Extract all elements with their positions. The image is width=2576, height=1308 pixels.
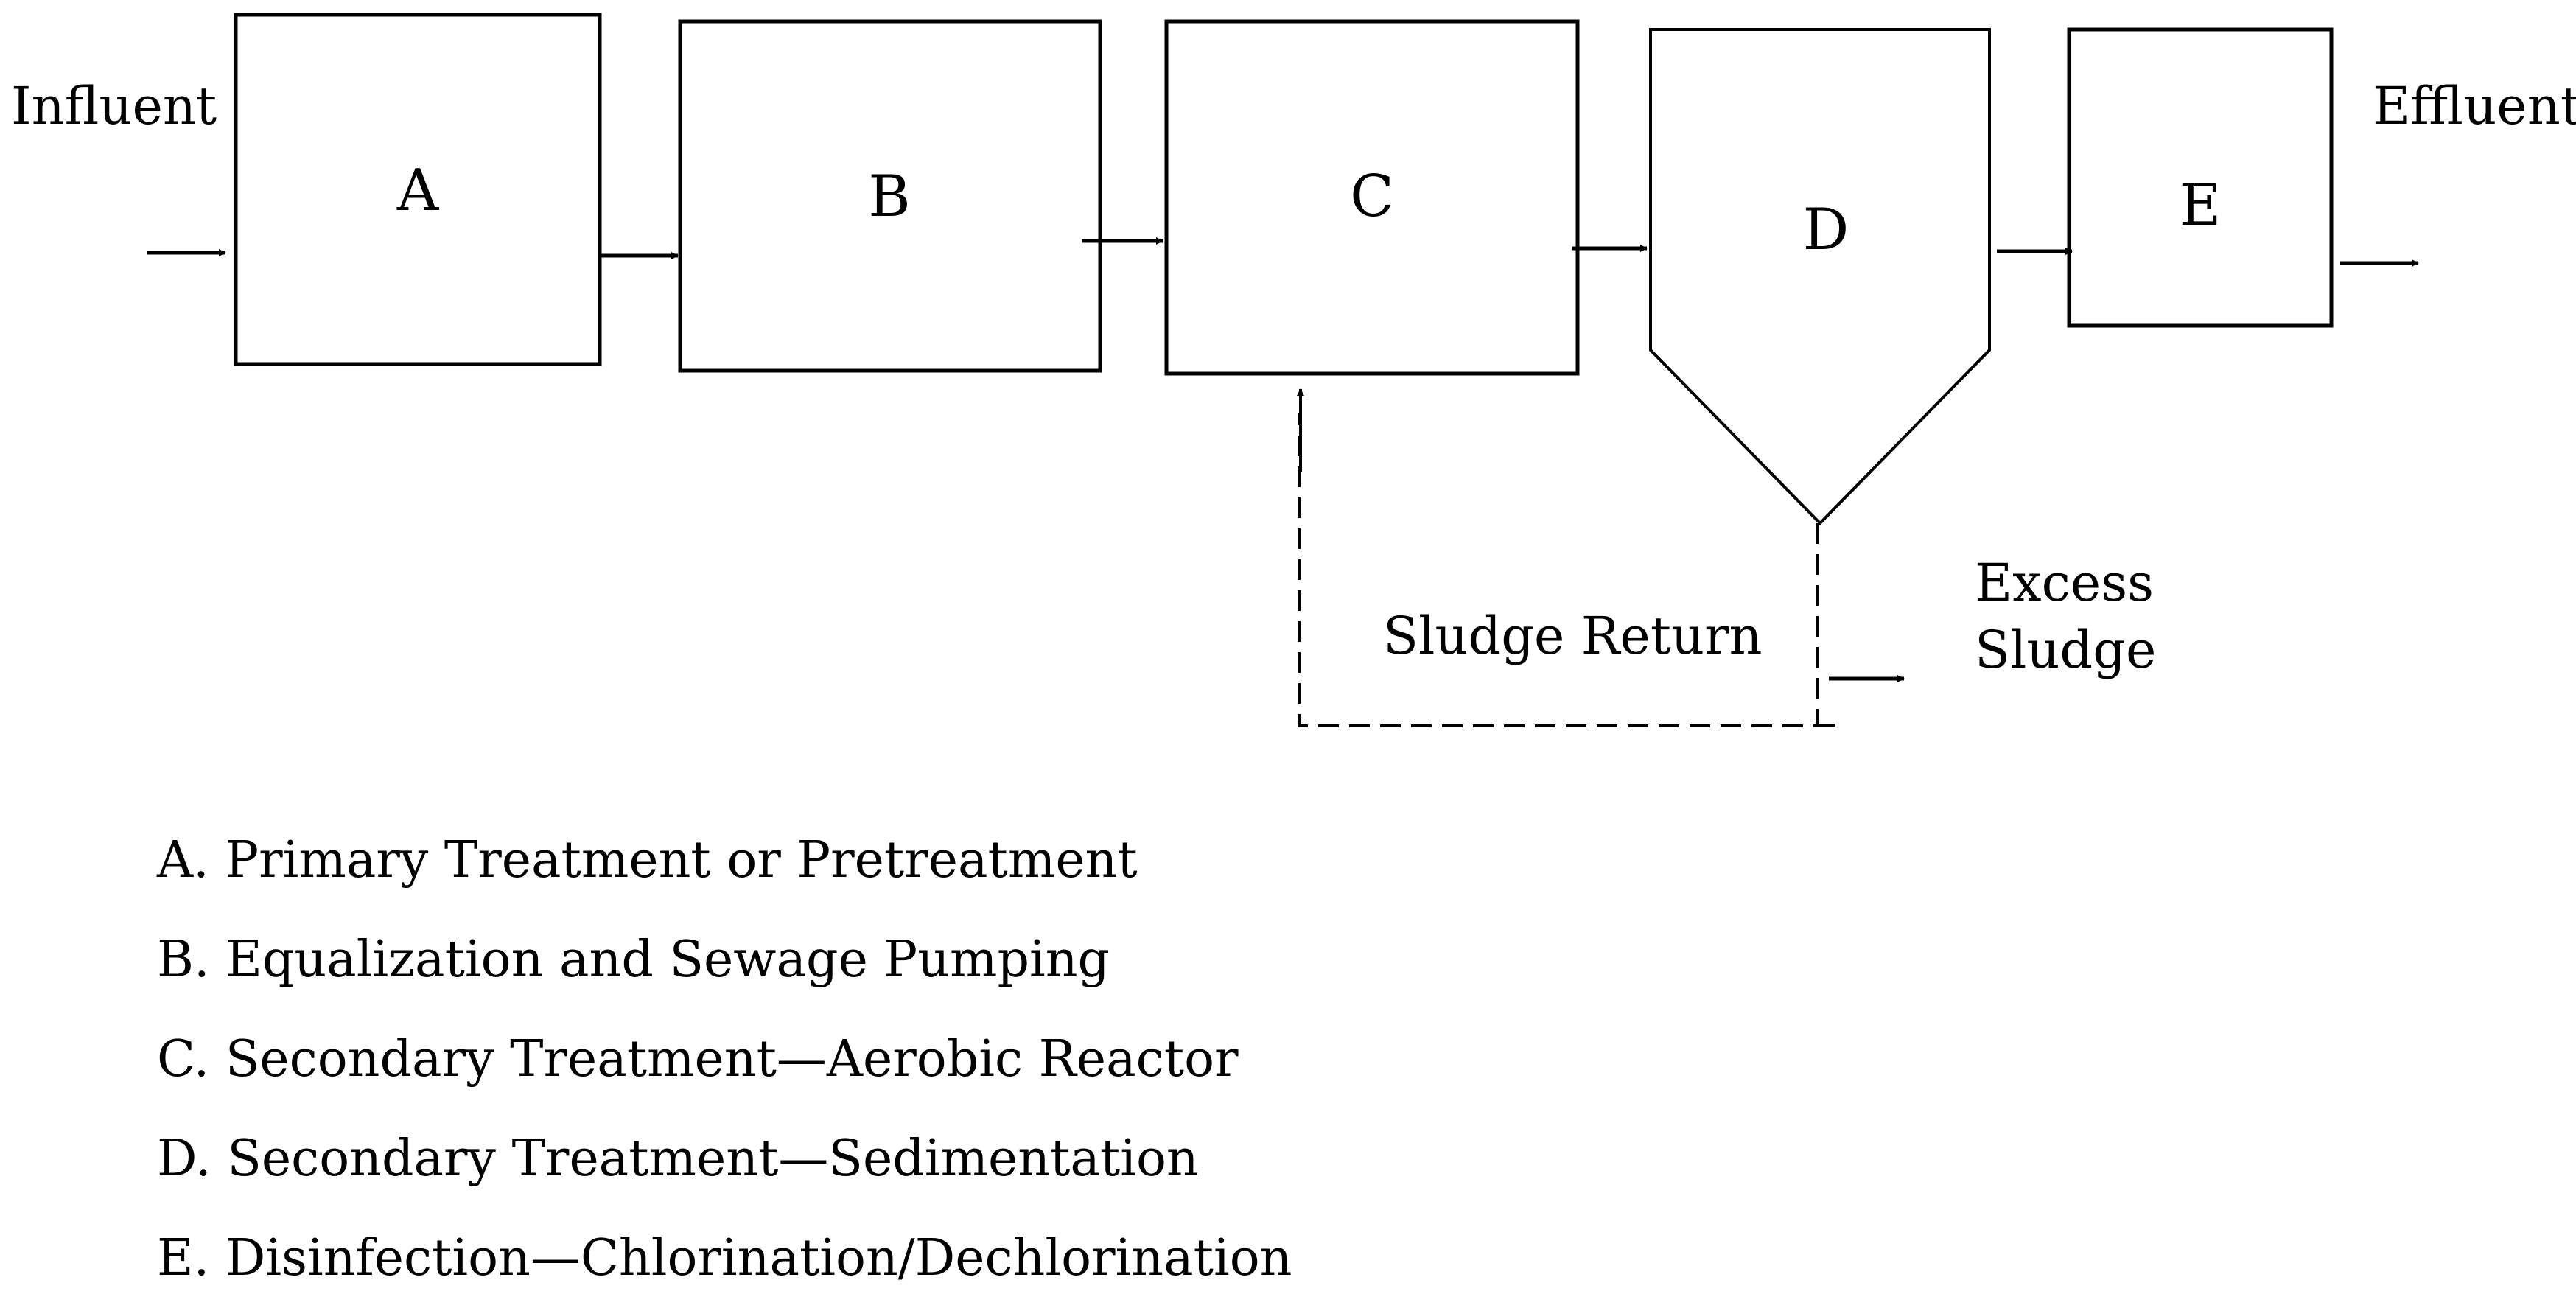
effluent-label: Effluent (2373, 76, 2576, 136)
sludge-return-label: Sludge Return (1383, 606, 1763, 666)
legend-item-b: B. Equalization and Sewage Pumping (157, 931, 1110, 989)
legend-item-d: D. Secondary Treatment—Sedimentation (157, 1130, 1199, 1188)
sludge-return-line (1298, 413, 1835, 727)
legend-item-c: C. Secondary Treatment—Aerobic Reactor (157, 1030, 1239, 1088)
excess-sludge-label-line1: Excess (1975, 553, 2154, 613)
unit-d: D (1649, 28, 1991, 525)
unit-e-label: E (2180, 172, 2222, 239)
legend-item-a: A. Primary Treatment or Pretreatment (157, 831, 1138, 889)
unit-c: C (1164, 19, 1580, 376)
excess-sludge-label-line2: Sludge (1975, 620, 2156, 680)
unit-e: E (2067, 27, 2334, 328)
unit-b-label: B (868, 164, 910, 230)
unit-a-label: A (396, 158, 440, 224)
unit-a: A (234, 13, 602, 366)
unit-c-label: C (1350, 164, 1394, 230)
legend-item-e: E. Disinfection—Chlorination/Dechlorinat… (157, 1229, 1292, 1287)
influent-label: Influent (11, 76, 217, 136)
unit-b: B (678, 19, 1102, 373)
unit-d-label: D (1803, 197, 1849, 263)
legend: A. Primary Treatment or Pretreatment B. … (157, 811, 1292, 1308)
